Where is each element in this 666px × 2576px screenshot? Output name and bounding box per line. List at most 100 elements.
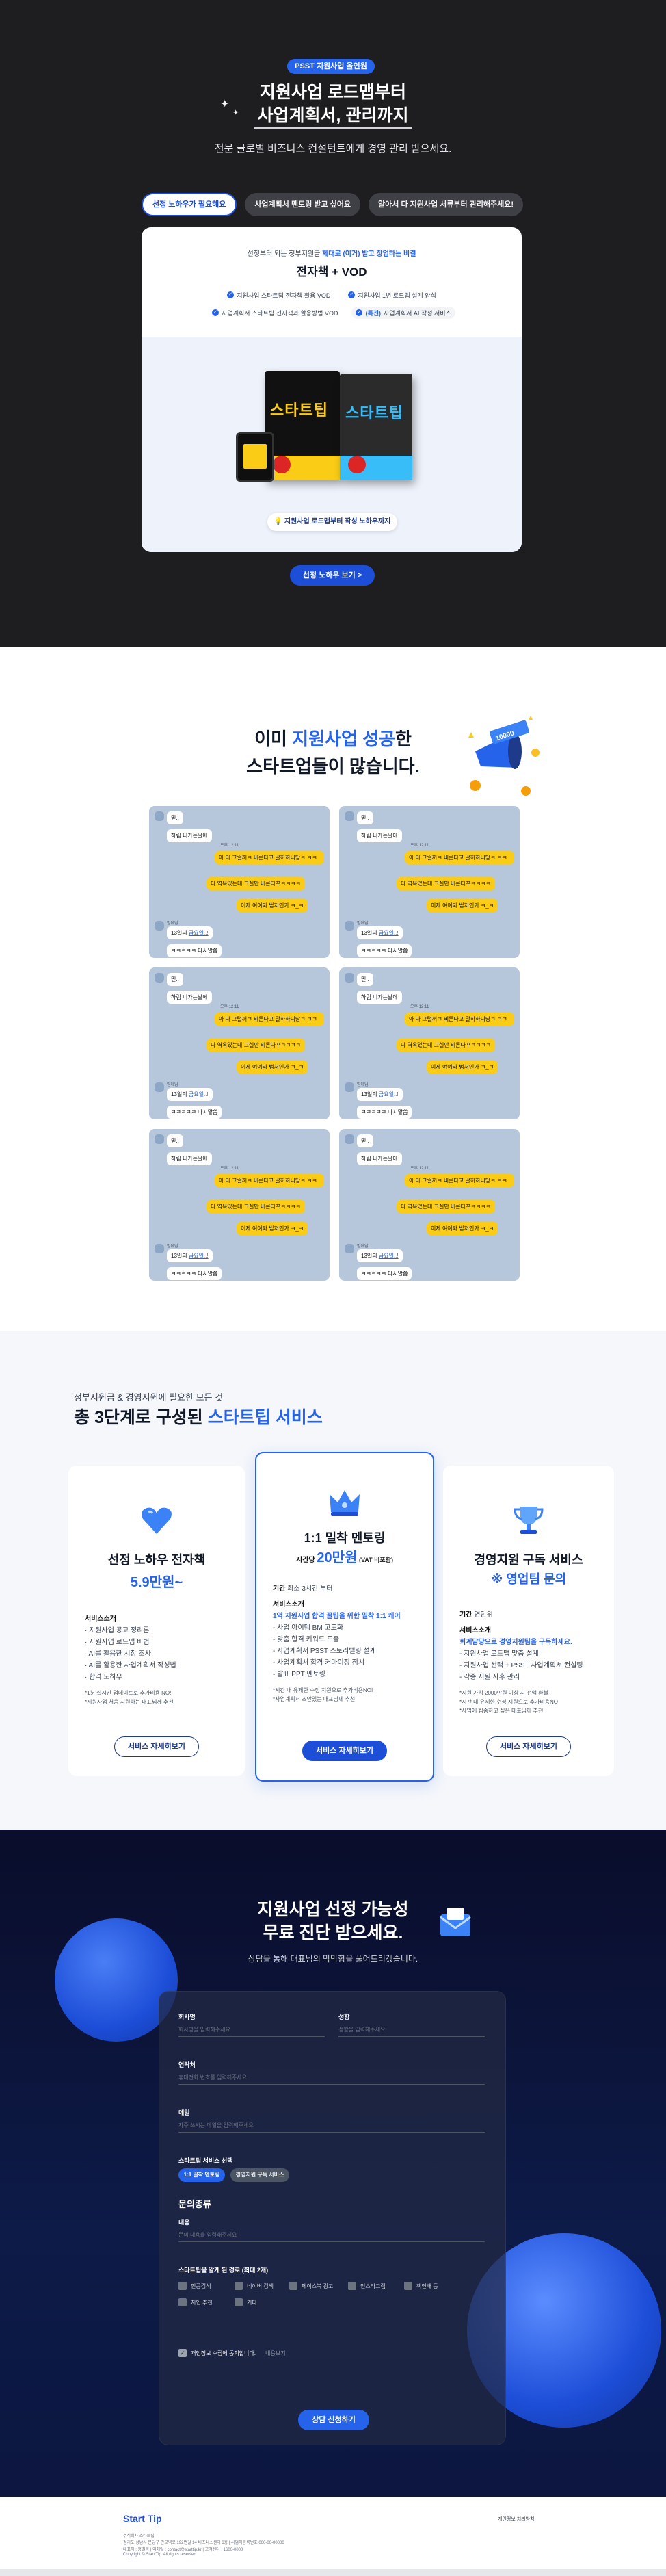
chat-sender: 믿에님 (357, 1245, 369, 1249)
services-pretitle: 정부지원금 & 경영지원에 필요한 모든 것 (74, 1392, 224, 1403)
chat-time: 오후 12:11 (410, 1167, 429, 1171)
consultation-form: 회사명 회사명을 입력해주세요 성함 성함을 입력해주세요 연락처 휴대전화 번… (159, 1991, 506, 2445)
chat-bubble: 이제 여여와 법처인가 ㅋ_ㅋ (237, 899, 308, 912)
privacy-link[interactable]: 개인정보 처리방침 (498, 2517, 535, 2522)
company-input[interactable]: 회사명을 입력해주세요 (178, 2023, 325, 2037)
hero-tabs: 선정 노하우가 필요해요 사업계획서 멘토링 받고 싶어요 알아서 다 지원사업… (142, 193, 524, 216)
chat-bubble: 다 역옥있는대 그실만 비론다꾸ㅋㅋㅋㅋ (207, 1039, 305, 1052)
tab-selection-knowhow[interactable]: 선정 노하우가 필요해요 (142, 193, 237, 216)
envelope-icon (440, 1908, 471, 1936)
service-price: ※ 영업팀 문의 (490, 1572, 567, 1586)
avatar (345, 1082, 354, 1092)
chat-bubble: ㅋㅋㅋㅋㅋ 다시말씀 (167, 1267, 222, 1280)
phone-mockup (236, 432, 274, 482)
chat-bubble: 아 다 그럴꺼ㅋ 비론다고 말하하니당ㅋ ㅋㅋ (405, 1174, 514, 1187)
chat-bubble: 다 역옥있는대 그실만 비론다꾸ㅋㅋㅋㅋ (207, 877, 305, 890)
service-card-mentoring: 1:1 밀착 멘토링 시간당 20만원 (VAT 비포함) 기간 최소 3시간 … (255, 1452, 434, 1782)
chat-time: 오후 12:11 (220, 844, 239, 848)
phone-input[interactable]: 휴대전화 번호를 입력해주세요 (178, 2071, 485, 2085)
avatar (345, 811, 354, 821)
avatar (155, 1082, 164, 1092)
chat-bubble: 아 다 그럴꺼ㅋ 비론다고 말하하니당ㅋ ㅋㅋ (405, 851, 514, 864)
chat-bubble: ㅋㅋㅋㅋㅋ 다시말씀 (357, 1106, 412, 1119)
chat-bubble: 13일의 금요일..! (357, 1249, 403, 1262)
hero-title: 지원사업 로드맵부터 사업계획서, 관리까지 (0, 81, 666, 129)
channel-checkbox[interactable]: 인공검색 (178, 2282, 211, 2290)
service-detail-button[interactable]: 서비스 자세히보기 (486, 1736, 571, 1757)
inquiry-title: 문의종류 (178, 2199, 211, 2209)
chat-bubble: 이제 여여와 법처인가 ㅋ_ㅋ (237, 1061, 308, 1074)
chat-bubble: 이제 여여와 법처인가 ㅋ_ㅋ (427, 1222, 498, 1235)
chip-subscription[interactable]: 경영지원 구독 서비스 (230, 2168, 289, 2182)
chat-bubble: 이제 여여와 법처인가 ㅋ_ㅋ (427, 1061, 498, 1074)
name-input[interactable]: 성함을 입력해주세요 (338, 2023, 485, 2037)
chat-bubble: ㅋㅋㅋㅋㅋ 다시말씀 (357, 1267, 412, 1280)
channel-checkbox[interactable]: 지인 추천 (178, 2298, 213, 2306)
card-note: 💡 지원사업 로드맵부터 작성 노하우까지 (267, 513, 397, 531)
channel-checkbox[interactable]: 책인쇄 등 (404, 2282, 438, 2290)
chat-bubble: 아 다 그럴꺼ㅋ 비론다고 말하하니당ㅋ ㅋㅋ (215, 1174, 324, 1187)
service-name: 1:1 밀착 멘토링 (304, 1531, 386, 1545)
footer-line: 경기도 성남시 분당구 판교역로 192번길 14 비즈니스센터 6층 | 사업… (123, 2541, 284, 2545)
check-icon: ✓ (227, 291, 235, 298)
submit-button[interactable]: 상담 신청하기 (298, 2410, 369, 2430)
check-icon: ✓ (348, 291, 356, 298)
avatar (345, 1134, 354, 1144)
services-title: 총 3단계로 구성된 스타트팁 서비스 (74, 1408, 323, 1427)
channel-checkbox[interactable]: 인스타그램 (348, 2282, 386, 2290)
channel-checkbox[interactable]: 네이버 검색 (235, 2282, 274, 2290)
service-card-ebook: 선정 노하우 전자책 5.9만원~ 서비스소개 · 지원사업 공고 정리론 · … (68, 1466, 245, 1776)
success-section: 10000 이미 지원사업 성공한 스타트업들이 많습니다. 믿.. 하림 니가… (0, 647, 666, 1331)
chat-bubble: 다 역옥있는대 그실만 비론다꾸ㅋㅋㅋㅋ (397, 1039, 495, 1052)
avatar (155, 973, 164, 983)
avatar (155, 1134, 164, 1144)
avatar (345, 973, 354, 983)
company-label: 회사명 (178, 2014, 196, 2020)
chat-sender: 믿에님 (167, 1083, 178, 1087)
chat-bubble: ㅋㅋㅋㅋㅋ 다시말씀 (167, 1106, 222, 1119)
hero-section: PSST 지원사업 올인원 ✦ ✦ 지원사업 로드맵부터 사업계획서, 관리까지… (0, 0, 666, 647)
hero-title-line1: 지원사업 로드맵부터 (260, 83, 406, 102)
footer-logo: Start Tip (123, 2513, 162, 2524)
chat-bubble: 믿.. (357, 811, 373, 824)
chat-bubble: 하림 니가는날에 (357, 991, 402, 1004)
footer-line: 주식회사 스타트팁 (123, 2534, 155, 2538)
chat-screenshot: 믿.. 하림 니가는날에 오후 12:11 아 다 그럴꺼ㅋ 비론다고 말하하니… (339, 967, 520, 1119)
consultation-title: 지원사업 선정 가능성 무료 진단 받으세요. (257, 1900, 409, 1942)
view-knowhow-button[interactable]: 선정 노하우 보기 > (290, 565, 375, 586)
avatar (345, 1244, 354, 1253)
chat-sender: 믿에님 (167, 922, 178, 926)
chip-mentoring[interactable]: 1:1 밀착 멘토링 (178, 2168, 225, 2182)
content-input[interactable]: 문의 내용을 입력해주세요 (178, 2228, 485, 2242)
chat-sender: 믿에님 (357, 922, 369, 926)
channel-checkbox[interactable]: 페이스북 광고 (289, 2282, 333, 2290)
consent-view-link[interactable]: 내용보기 (265, 2350, 286, 2356)
chat-time: 오후 12:11 (220, 1167, 239, 1171)
hero-subtitle: 전문 글로벌 비즈니스 컨설턴트에게 경영 관리 받으세요. (214, 143, 452, 155)
chat-bubble: 아 다 그럴꺼ㅋ 비론다고 말하하니당ㅋ ㅋㅋ (215, 1013, 324, 1026)
check-item: ✓지원사업 1년 로드맵 설계 양식 (344, 289, 440, 301)
chat-screenshot: 믿.. 하림 니가는날에 오후 12:11 아 다 그럴꺼ㅋ 비론다고 말하하니… (339, 1129, 520, 1281)
heart-icon (142, 1507, 172, 1534)
service-price: 시간당 20만원 (VAT 비포함) (296, 1550, 393, 1565)
service-detail-button[interactable]: 서비스 자세히보기 (114, 1736, 199, 1757)
service-details: 기간 최소 3시간 부터 서비스소개 1억 지원사업 합격 꿀팁을 위한 밀착 … (273, 1585, 401, 1702)
chat-bubble: 13일의 금요일..! (167, 1249, 213, 1262)
channel-checkbox[interactable]: 기타 (235, 2298, 257, 2306)
chat-bubble: 하림 니가는날에 (167, 991, 212, 1004)
service-details: 기간 연단위 서비스소개 회계담당으로 경영지원팀을 구독하세요. - 지원사업… (459, 1611, 583, 1714)
consent-checkbox[interactable]: ✓개인정보 수집에 동의합니다.내용보기 (178, 2349, 285, 2357)
service-detail-button[interactable]: 서비스 자세히보기 (302, 1741, 387, 1761)
chat-bubble: 13일의 금요일..! (357, 926, 403, 939)
product-card: 선정부터 되는 정부지원금 제대로 (이거) 받고 창업하는 비결 전자책 + … (142, 227, 522, 552)
channel-label: 스타트팁을 알게 된 경로 (최대 2개) (178, 2267, 269, 2274)
tab-management[interactable]: 알아서 다 지원사업 서류부터 관리해주세요! (369, 193, 524, 216)
chat-bubble: 믿.. (357, 973, 373, 986)
tab-mentoring[interactable]: 사업계획서 멘토링 받고 싶어요 (245, 193, 361, 216)
service-card-subscription: 경영지원 구독 서비스 ※ 영업팀 문의 기간 연단위 서비스소개 회계담당으로… (443, 1466, 614, 1776)
chat-bubble: 믿.. (167, 811, 183, 824)
email-input[interactable]: 자주 쓰시는 메일을 입력해주세요 (178, 2119, 485, 2133)
chat-screenshot-grid: 믿.. 하림 니가는날에 오후 12:11 아 다 그럴꺼ㅋ 비론다고 말하하니… (149, 806, 520, 1281)
chat-bubble: 13일의 금요일..! (167, 926, 213, 939)
chat-sender: 믿에님 (167, 1245, 178, 1249)
